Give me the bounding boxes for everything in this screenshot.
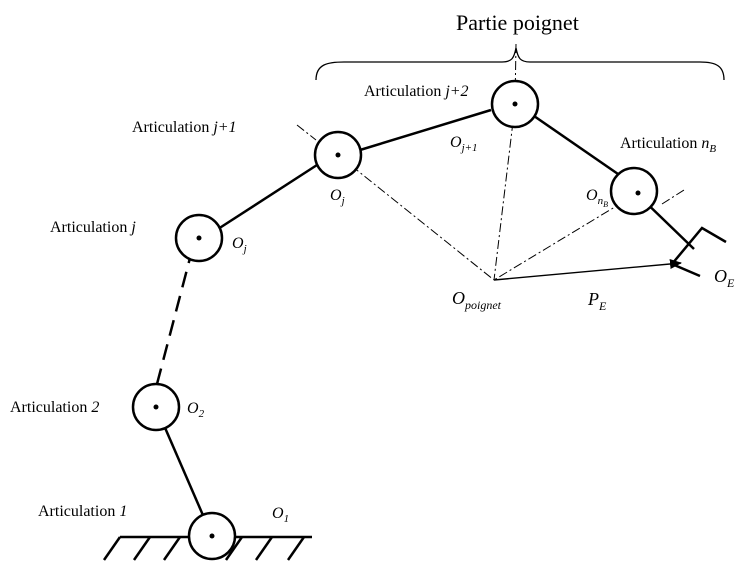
frame-oe: OE (714, 266, 735, 290)
position-vector-pe (493, 259, 682, 281)
frame-o1: O1 (272, 505, 289, 525)
joint-2 (131, 382, 181, 432)
joint-j-plus-1 (313, 130, 363, 180)
label-joint-nb: Articulation nB (620, 135, 716, 155)
end-effector-gripper (669, 226, 727, 278)
vector-pe-label: PE (587, 289, 607, 313)
joint-j-plus-2 (490, 79, 540, 129)
link-j1 (359, 108, 492, 152)
wrist-brace (315, 47, 725, 81)
label-joint-1: Articulation 1 (38, 503, 127, 520)
frame-o2: O2 (187, 400, 205, 420)
joint-nb (609, 166, 659, 216)
frame-onb: OnB (586, 187, 608, 209)
joint-1 (187, 511, 237, 561)
link-j2 (533, 114, 619, 176)
label-joint-2: Articulation 2 (10, 399, 99, 416)
joint-j (174, 213, 224, 263)
frame-o-wrist: Opoignet (452, 288, 502, 312)
label-joint-j: Articulation j (50, 219, 136, 236)
link-2-dashed (155, 257, 192, 385)
label-joint-j-plus-2: Articulation j+2 (364, 83, 469, 100)
frame-oj-plus-1: Oj+1 (450, 134, 478, 154)
label-joint-j-plus-1: Articulation j+1 (132, 119, 237, 136)
construction-lines (296, 43, 685, 281)
frame-oj-lower: Oj (232, 235, 247, 255)
link-j (217, 163, 318, 231)
frame-oj-upper: Oj (330, 187, 345, 207)
wrist-section-title: Partie poignet (456, 10, 579, 35)
